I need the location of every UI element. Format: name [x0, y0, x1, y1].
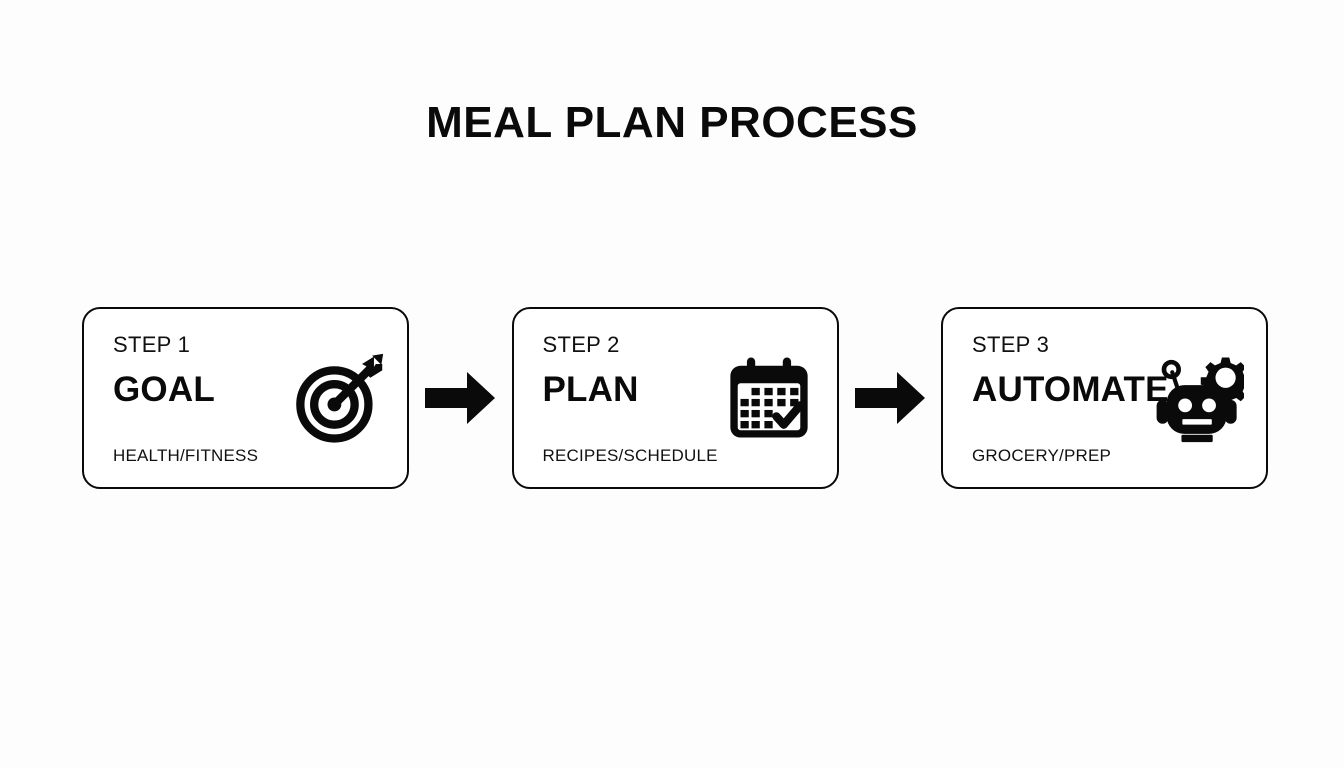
arrow-right-icon	[423, 368, 497, 428]
robot-gear-icon	[1152, 352, 1244, 444]
step-subtitle: GROCERY/PREP	[972, 446, 1112, 465]
arrow-right-icon	[853, 368, 927, 428]
step-card-2[interactable]: STEP 2 PLAN RECIPES/SCHEDULE	[511, 307, 839, 489]
step-subtitle: HEALTH/FITNESS	[113, 446, 259, 465]
calendar-check-icon	[723, 352, 815, 444]
target-arrow-icon	[293, 352, 385, 444]
process-flow: STEP 1 GOAL HEALTH/FITNESS STEP 2	[82, 307, 1268, 489]
page-title: MEAL PLAN PROCESS	[426, 98, 918, 147]
step-label: STEP 2	[542, 332, 620, 357]
step-title: GOAL	[113, 370, 215, 409]
step-subtitle: RECIPES/SCHEDULE	[542, 446, 718, 465]
step-title: AUTOMATE	[972, 370, 1169, 409]
step-title: PLAN	[542, 370, 639, 409]
step-label: STEP 3	[972, 332, 1050, 357]
step-card-1[interactable]: STEP 1 GOAL HEALTH/FITNESS	[82, 307, 409, 489]
step-card-3[interactable]: STEP 3 AUTOMATE GROCERY/PREP	[941, 307, 1268, 489]
step-label: STEP 1	[113, 332, 191, 357]
